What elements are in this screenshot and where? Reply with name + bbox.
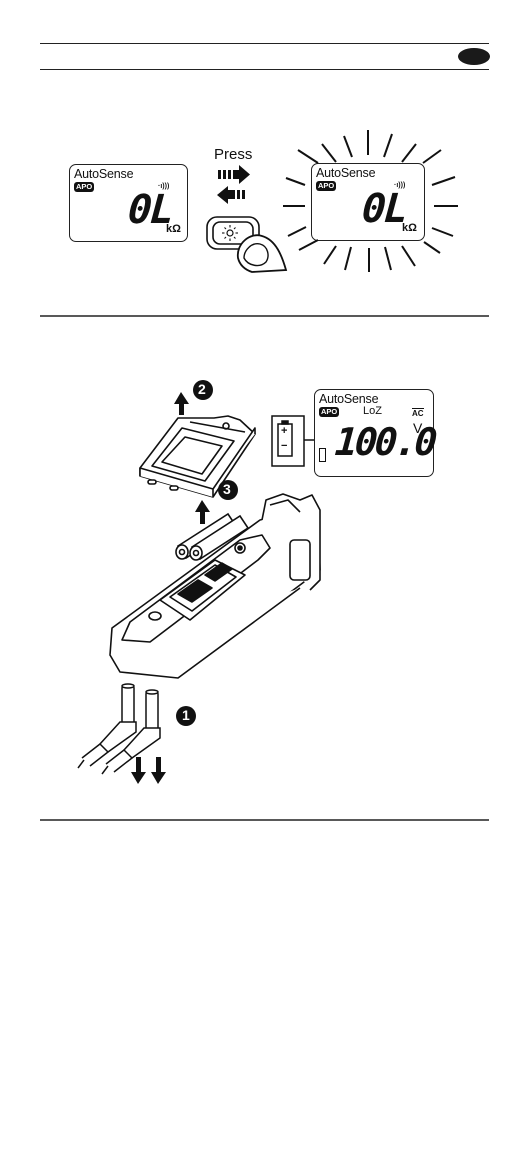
arrow-left-icon bbox=[217, 186, 245, 204]
autosense-label: AutoSense bbox=[319, 392, 378, 406]
battery-indicator-icon bbox=[272, 416, 304, 466]
arrow-right-icon bbox=[218, 165, 250, 184]
finger-press-icon bbox=[238, 235, 286, 272]
lcd-unit: V bbox=[413, 420, 422, 436]
battery-minus-label: − bbox=[281, 440, 287, 452]
low-battery-icon bbox=[319, 448, 326, 462]
battery-cover bbox=[140, 416, 255, 497]
backlight-glow-rays bbox=[283, 130, 458, 272]
step-1-number: 1 bbox=[182, 707, 190, 723]
arrow-up-icon bbox=[195, 500, 210, 524]
ac-indicator: AC bbox=[412, 408, 424, 418]
arrow-down-icon bbox=[131, 757, 166, 784]
arrow-up-icon bbox=[174, 392, 189, 415]
step-2-number: 2 bbox=[198, 381, 206, 397]
test-leads bbox=[78, 684, 160, 774]
step-3-number: 3 bbox=[223, 481, 231, 497]
apo-badge: APO bbox=[319, 407, 339, 417]
battery-plus-label: + bbox=[281, 425, 287, 437]
loz-label: LoZ bbox=[363, 405, 382, 417]
lcd-display-low-battery: AutoSense APO LoZ 100.0 AC V bbox=[314, 389, 434, 477]
